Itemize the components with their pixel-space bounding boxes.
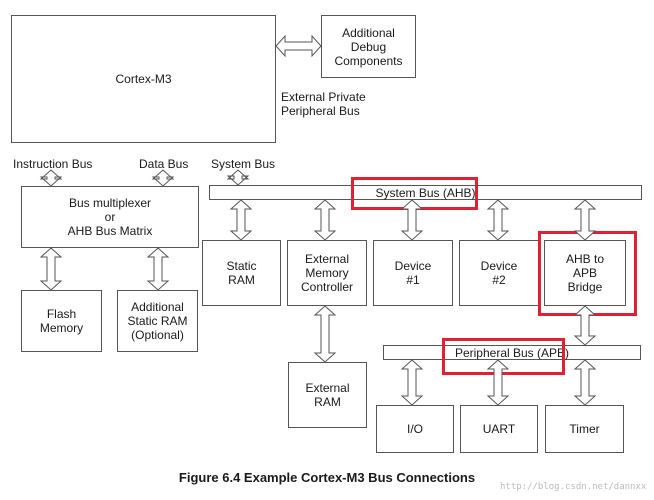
cortex-m3-block: Cortex-M3 (11, 15, 276, 143)
peripheral-bus-apb-bar: Peripheral Bus (APB) (383, 345, 641, 360)
debug-components-block: Additional Debug Components (321, 15, 416, 78)
flash-memory-block: Flash Memory (21, 290, 102, 352)
device-1-block: Device #1 (373, 240, 453, 306)
ppb-arrow (275, 34, 322, 58)
bridge-ahb-arrow (573, 199, 597, 241)
flash-arrow (39, 247, 63, 291)
system-bus-ahb-label: System Bus (AHB) (375, 185, 476, 200)
ext-mem-ctrl-arrow (313, 199, 337, 241)
instruction-bus-arrow (39, 169, 63, 187)
watermark: http://blog.csdn.net/dannxx (500, 482, 647, 492)
external-memory-controller-block: External Memory Controller (287, 240, 367, 306)
data-bus-arrow (151, 169, 175, 187)
io-arrow (400, 359, 424, 406)
peripheral-bus-apb-label: Peripheral Bus (APB) (454, 345, 570, 360)
system-bus-arrow (226, 169, 250, 186)
device-2-block: Device #2 (459, 240, 539, 306)
device2-arrow (486, 199, 510, 241)
device1-arrow (400, 199, 424, 241)
uart-arrow (486, 359, 510, 406)
uart-block: UART (460, 405, 538, 453)
system-bus-ahb-bar: System Bus (AHB) (209, 185, 642, 200)
instruction-bus-label: Instruction Bus (13, 157, 93, 171)
external-ram-block: External RAM (288, 362, 367, 428)
additional-ram-arrow (146, 247, 170, 291)
timer-arrow (573, 359, 597, 406)
system-bus-label: System Bus (211, 157, 276, 171)
io-block: I/O (376, 405, 454, 453)
static-ram-block: Static RAM (202, 240, 281, 306)
static-ram-arrow (229, 199, 253, 241)
ext-ram-arrow (313, 305, 337, 363)
bus-multiplexer-block: Bus multiplexer or AHB Bus Matrix (21, 186, 199, 248)
data-bus-label: Data Bus (139, 157, 189, 171)
bridge-apb-arrow (573, 305, 597, 346)
additional-static-ram-block: Additional Static RAM (Optional) (117, 290, 198, 352)
ext-ppb-label: External Private Peripheral Bus (281, 90, 366, 118)
peripheral-bus-highlight (442, 338, 565, 375)
figure-caption: Figure 6.4 Example Cortex-M3 Bus Connect… (178, 470, 476, 485)
timer-block: Timer (545, 405, 624, 453)
